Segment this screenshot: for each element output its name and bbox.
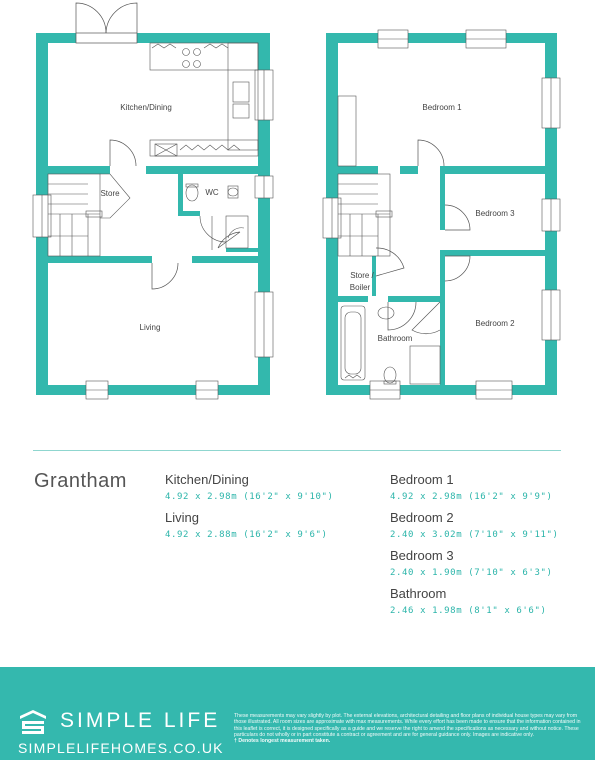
house-type-name: Grantham xyxy=(34,470,127,492)
room-dimensions: 4.92 x 2.98m (16'2" x 9'10") xyxy=(165,492,334,502)
ground-stairs xyxy=(47,173,103,257)
measurement-note: † Denotes longest measurement taken. xyxy=(234,738,331,745)
label-bedroom-3: Bedroom 3 xyxy=(475,209,515,218)
room-name: Kitchen/Dining xyxy=(165,472,249,487)
room-entry: Bedroom 2 2.40 x 3.02m (7'10" x 9'11") xyxy=(390,510,559,542)
room-entry: Kitchen/Dining 4.92 x 2.98m (16'2" x 9'1… xyxy=(165,472,334,504)
room-dimensions: 2.40 x 3.02m (7'10" x 9'11") xyxy=(390,530,559,540)
label-store-line1: Store / xyxy=(350,271,374,280)
label-living: Living xyxy=(140,323,161,332)
website-link[interactable]: SIMPLELIFEHOMES.CO.UK xyxy=(18,740,224,756)
room-schedule-ground: Kitchen/Dining 4.92 x 2.98m (16'2" x 9'1… xyxy=(165,472,334,548)
ground-door-swings xyxy=(109,139,241,290)
room-schedule-first: Bedroom 1 4.92 x 2.98m (16'2" x 9'9") Be… xyxy=(390,472,559,624)
ground-windows xyxy=(32,69,274,400)
ground-french-doors xyxy=(75,2,138,44)
room-entry: Bedroom 3 2.40 x 1.90m (7'10" x 6'3") xyxy=(390,548,559,580)
simple-life-logo-icon xyxy=(20,710,46,734)
floor-plans: Kitchen/Dining Store WC Living xyxy=(32,2,561,400)
label-bedroom-1: Bedroom 1 xyxy=(422,103,462,112)
first-floor-plan: Bedroom 1 Bedroom 3 Store / Boiler Bedro… xyxy=(322,29,561,400)
label-store: Store xyxy=(100,189,120,198)
room-name: Living xyxy=(165,510,199,525)
kitchen-units xyxy=(149,42,259,157)
room-dimensions: 2.46 x 1.98m (8'1" x 6'6") xyxy=(390,606,547,616)
first-windows xyxy=(322,29,561,400)
first-fittings xyxy=(337,95,441,385)
brand-name: SIMPLE LIFE xyxy=(60,709,221,732)
room-name: Bedroom 3 xyxy=(390,548,454,563)
first-door-swings xyxy=(375,139,471,335)
label-wc: WC xyxy=(205,188,219,197)
room-dimensions: 4.92 x 2.98m (16'2" x 9'9") xyxy=(390,492,553,502)
room-entry: Living 4.92 x 2.88m (16'2" x 9'6") xyxy=(165,510,334,542)
ground-floor-plan: Kitchen/Dining Store WC Living xyxy=(32,2,274,400)
room-name: Bedroom 1 xyxy=(390,472,454,487)
label-kitchen-dining: Kitchen/Dining xyxy=(120,103,172,112)
ground-fittings xyxy=(100,173,249,250)
room-name: Bathroom xyxy=(390,586,447,601)
ground-floor-walls xyxy=(36,33,270,395)
room-entry: Bathroom 2.46 x 1.98m (8'1" x 6'6") xyxy=(390,586,559,618)
room-entry: Bedroom 1 4.92 x 2.98m (16'2" x 9'9") xyxy=(390,472,559,504)
footer-band: SIMPLE LIFE SIMPLELIFEHOMES.CO.UK These … xyxy=(0,667,595,760)
label-store-line2: Boiler xyxy=(350,283,371,292)
section-divider xyxy=(33,450,561,451)
room-name: Bedroom 2 xyxy=(390,510,454,525)
disclaimer-text: These measurements may vary slightly by … xyxy=(234,713,581,738)
label-bedroom-2: Bedroom 2 xyxy=(475,319,515,328)
room-dimensions: 2.40 x 1.90m (7'10" x 6'3") xyxy=(390,568,553,578)
label-bathroom: Bathroom xyxy=(378,334,413,343)
disclaimer: These measurements may vary slightly by … xyxy=(234,713,584,744)
room-dimensions: 4.92 x 2.88m (16'2" x 9'6") xyxy=(165,530,328,540)
